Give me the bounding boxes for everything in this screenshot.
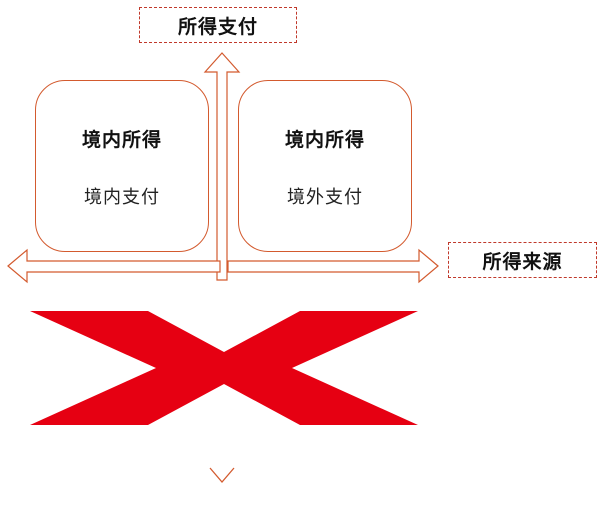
vertical-axis-arrow [203,52,241,281]
quadrant-subtitle: 境内支付 [84,187,160,208]
quadrant-domestic-payment: 境内所得 境内支付 [35,80,209,252]
quadrant-title: 境内所得 [81,129,162,151]
chevron-down-icon [209,467,235,483]
quadrant-subtitle: 境外支付 [287,187,363,208]
horizontal-axis-label: 所得来源 [448,242,597,278]
vertical-axis-label: 所得支付 [139,7,297,43]
quadrant-overseas-payment: 境内所得 境外支付 [238,80,412,252]
horizontal-axis-arrow-left [7,248,221,284]
quadrant-title: 境内所得 [284,129,365,151]
red-cross-mark [30,311,418,425]
horizontal-axis-arrow-right [227,248,439,284]
